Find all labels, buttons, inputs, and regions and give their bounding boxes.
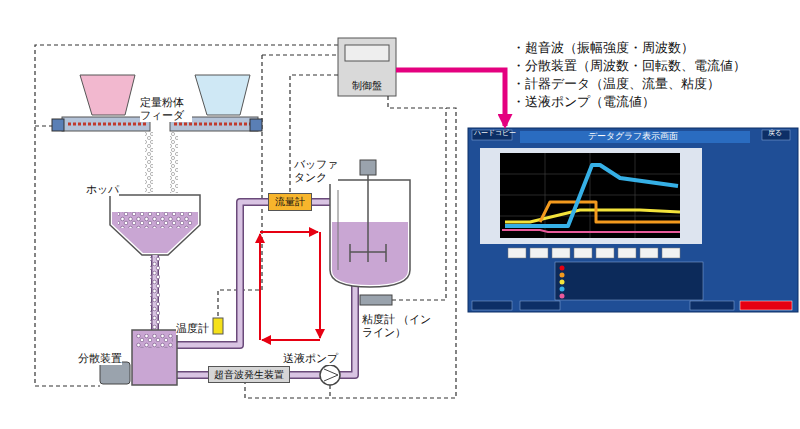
node-text: 超音波発生装置	[214, 369, 284, 381]
node-text: 流量計	[275, 196, 305, 208]
buffer-tank	[330, 160, 410, 287]
node-text: データグラフ表示画面	[588, 131, 678, 141]
pipe	[150, 202, 355, 375]
node-text: 制御盤	[352, 80, 382, 92]
part-label: バッファ タンク	[294, 158, 338, 184]
control-panel	[338, 38, 396, 96]
signal-wire	[290, 75, 338, 193]
screen-button: 戻る	[768, 130, 782, 138]
viscometer	[360, 295, 392, 305]
part-label: ホッパ	[86, 183, 119, 196]
screen-panel: データグラフ表示画面	[468, 128, 798, 312]
part-label: 温度計	[176, 322, 209, 335]
process-box: 超音波発生装置	[208, 366, 290, 383]
part-label: 定量粉体 フィーダ	[140, 96, 192, 122]
screen-button: ハードコピー	[474, 130, 516, 138]
temperature-gauge	[213, 318, 223, 334]
part-label: 分散装置	[78, 352, 122, 365]
bullet-item: ・超音波（振幅強度・周波数）	[512, 40, 694, 55]
part-label: 送液ポンプ	[283, 352, 338, 365]
process-box: 流量計	[268, 193, 312, 211]
bullet-item: ・分散装置（周波数・回転数、電流値）	[512, 58, 746, 73]
control-wiring	[35, 45, 446, 398]
circulation-loop	[260, 232, 320, 340]
bullet-item: ・計器データ（温度、流量、粘度）	[512, 76, 720, 91]
bullet-item: ・送液ポンプ（電流値）	[512, 94, 655, 109]
part-label: 粘度計 （インライン）	[362, 313, 440, 338]
signal-wire	[245, 96, 456, 398]
graph-screen	[468, 128, 798, 312]
hopper	[110, 195, 200, 255]
process-box: 制御盤	[338, 38, 396, 96]
data-arrow	[396, 70, 505, 126]
pump	[320, 365, 340, 385]
powder-feeder	[52, 75, 262, 193]
